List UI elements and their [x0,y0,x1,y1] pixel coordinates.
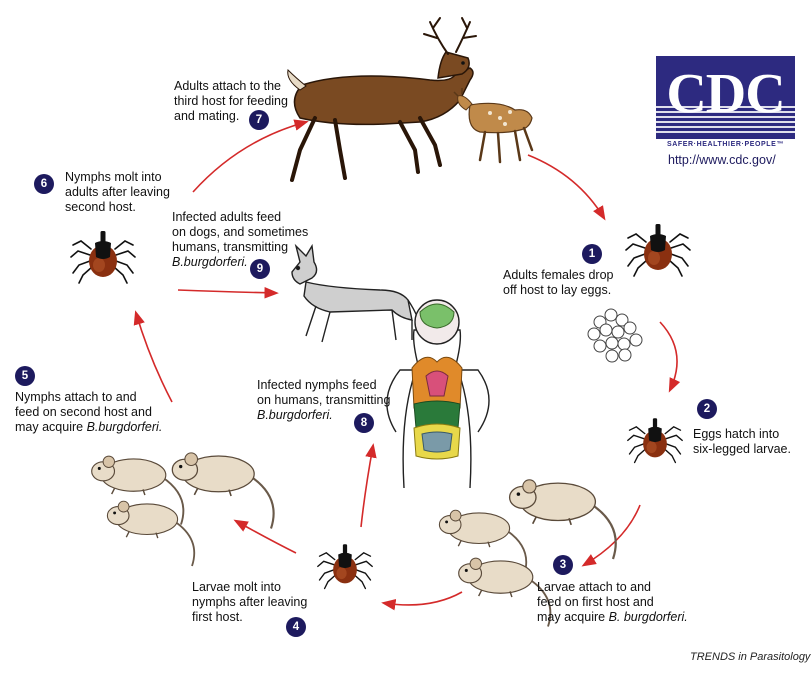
cdc-logo: CDC [656,56,795,139]
step-1-caption: Adults females drop off host to lay eggs… [503,268,613,298]
caption-line: second host. [65,200,136,214]
step-3-badge: 3 [553,555,573,575]
caption-line: off host to lay eggs. [503,283,612,297]
caption-line: Adults females drop [503,268,614,282]
step-2-badge: 2 [697,399,717,419]
mouse-icon [171,451,275,530]
step-7-caption: Adults attach to the third host for feed… [174,79,288,124]
step-6-badge: 6 [34,174,54,194]
step-9-badge: 9 [250,259,270,279]
logo-text: CDC [666,63,785,125]
caption-line: Larvae molt into [192,580,281,594]
caption-line: Nymphs attach to and [15,390,137,404]
cycle-arrows [133,119,681,611]
caption-line: Infected adults feed [172,210,282,224]
pathogen-name: B. burgdorferi. [608,610,688,624]
caption-line: on dogs, and sometimes [172,225,309,239]
tick-icon-larva [627,417,683,464]
step-4-caption: Larvae molt into nymphs after leaving fi… [192,580,307,625]
logo-stripe [656,131,795,133]
step-5-caption: Nymphs attach to and feed on second host… [15,390,162,435]
logo-tagline: SAFER·HEALTHIER·PEOPLE™ [666,141,785,148]
step-3-caption: Larvae attach to and feed on first host … [537,580,688,625]
arrow-6-to-7 [192,119,309,193]
pathogen-name: B.burgdorferi. [86,420,163,434]
caption-line: feed on second host and [15,405,152,419]
step-7-badge: 7 [249,110,269,130]
journal-name: TRENDS in Parasitology [690,651,811,663]
deer-icon [287,17,477,182]
arrow-4-to-5 [233,519,297,554]
arrow-3-to-4 [381,591,463,611]
arrow-deer-to-1 [527,154,606,221]
caption-line: Eggs hatch into [693,427,780,441]
step-6-caption: Nymphs molt into adults after leaving se… [65,170,170,215]
tick-icon-adult [70,230,136,284]
egg-cluster-icon [587,308,643,363]
human-silhouette-icon [386,299,490,489]
cdc-url-link[interactable]: http://www.cdc.gov/ [668,153,776,167]
caption-line: Nymphs molt into [65,170,162,184]
caption-line: first host. [192,610,243,624]
arrow-2-to-3 [581,504,641,567]
pathogen-name: B.burgdorferi. [172,255,248,269]
mouse-icon [106,500,196,567]
tick-icon-adult-female [625,223,691,277]
step-4-badge: 4 [286,617,306,637]
caption-line: nymphs after leaving [192,595,308,609]
tick-icon-nymph [317,543,373,590]
logo-stripe [656,106,795,108]
source-credit: TRENDS in Parasitology [690,651,810,663]
step-8-badge: 8 [354,413,374,433]
step-8-caption: Infected nymphs feed on humans, transmit… [257,378,390,423]
caption-line: adults after leaving [65,185,170,199]
caption-line: on humans, transmitting [257,393,391,407]
caption-line: third host for feeding [174,94,288,108]
arrow-4-to-8 [360,443,377,528]
caption-line: Adults attach to the [174,79,282,93]
caption-line: feed on first host and [537,595,654,609]
caption-text: may acquire [15,420,87,434]
step-2-caption: Eggs hatch into six-legged larvae. [693,427,791,457]
caption-line: humans, transmitting [172,240,289,254]
arrow-6-to-9 [177,286,279,299]
caption-line: may acquire B. burgdorferi. [537,610,688,625]
caption-line: Infected nymphs feed [257,378,377,392]
caption-line: and mating. [174,109,240,123]
caption-line: may acquire B.burgdorferi. [15,420,162,435]
logo-stripe [656,126,795,128]
logo-stripes [656,106,795,133]
arrow-1-to-2 [659,321,681,393]
caption-text: may acquire [537,610,609,624]
mouse-icon [508,478,617,561]
caption-line: six-legged larvae. [693,442,791,456]
dog-icon [291,243,421,343]
fawn-icon [453,88,534,164]
logo-stripe [656,116,795,118]
arrow-5-to-6 [133,310,173,403]
step-5-badge: 5 [15,366,35,386]
logo-stripe [656,121,795,123]
caption-line: Larvae attach to and [537,580,651,594]
step-1-badge: 1 [582,244,602,264]
step-9-caption: Infected adults feed on dogs, and someti… [172,210,308,270]
logo-stripe [656,111,795,113]
pathogen-name: B.burgdorferi. [257,408,333,422]
